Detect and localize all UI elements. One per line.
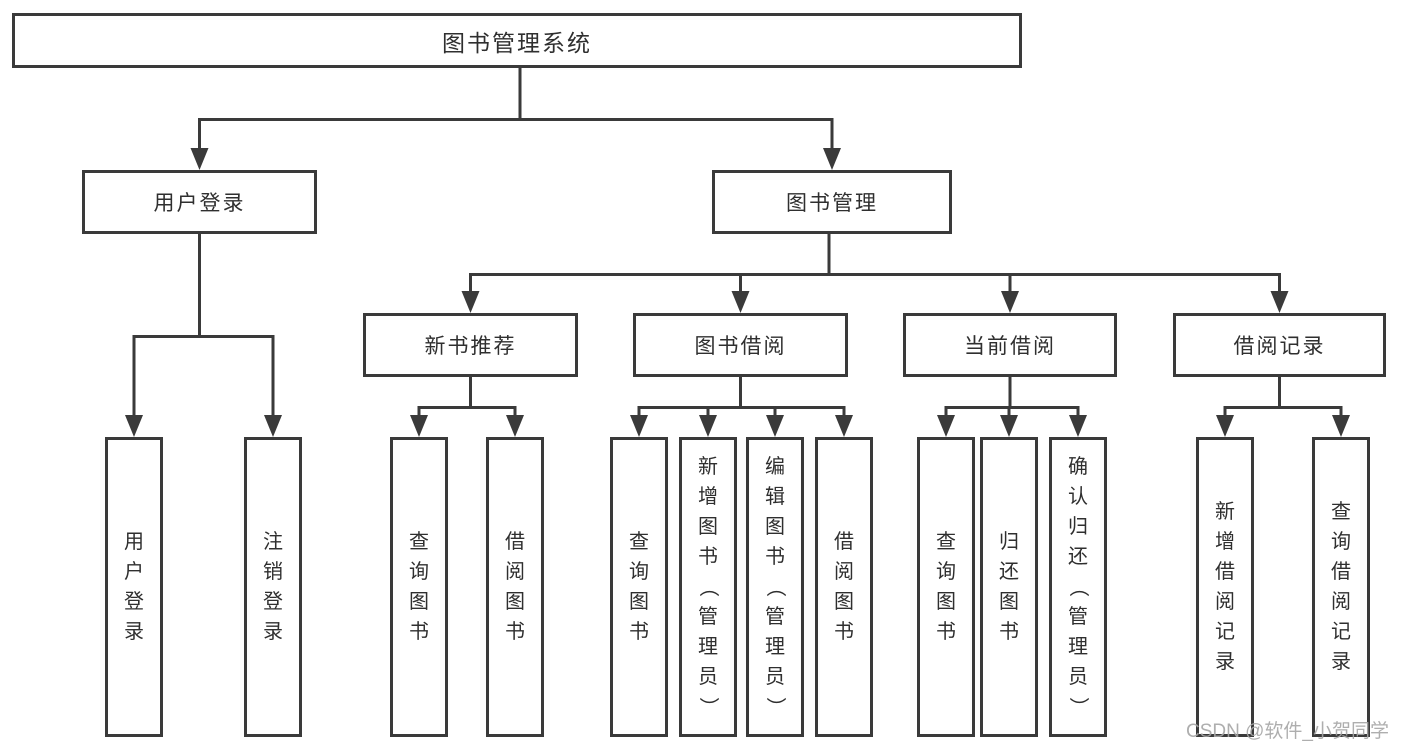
node-label: 用户登录 [153,192,246,215]
leaf-logout: 注销登录 [244,437,302,737]
node-current-borrowing: 当前借阅 [903,313,1117,377]
node-library-management-system: 图书管理系统 [12,13,1022,68]
leaf-recommend-borrow-books: 借阅图书 [486,437,544,737]
leaf-borrowing-borrow-books: 借阅图书 [815,437,873,737]
node-label: 图书管理 [786,192,878,215]
leaf-records-add-record: 新增借阅记录 [1196,437,1254,737]
node-label: 图书管理系统 [442,29,592,56]
leaf-current-return-books: 归还图书 [980,437,1038,737]
node-user-login: 用户登录 [82,170,317,234]
leaf-borrowing-query-books: 查询图书 [610,437,668,737]
leaf-records-query-record: 查询借阅记录 [1312,437,1370,737]
node-new-book-recommend: 新书推荐 [363,313,578,377]
csdn-watermark: CSDN @软件_小贺同学 [1186,721,1389,742]
leaf-user-login: 用户登录 [105,437,163,737]
node-borrowing-records: 借阅记录 [1173,313,1386,377]
leaf-recommend-query-books: 查询图书 [390,437,448,737]
leaf-borrowing-edit-books-admin: 编辑图书（管理员） [746,437,804,737]
leaf-borrowing-add-books-admin: 新增图书（管理员） [679,437,737,737]
leaf-current-confirm-return-admin: 确认归还（管理员） [1049,437,1107,737]
node-label: 借阅记录 [1233,335,1326,358]
node-label: 当前借阅 [964,335,1056,358]
leaf-current-query-books: 查询图书 [917,437,975,737]
node-book-management: 图书管理 [712,170,952,234]
node-label: 新书推荐 [424,335,517,358]
node-label: 图书借阅 [694,335,787,358]
node-book-borrowing: 图书借阅 [633,313,848,377]
